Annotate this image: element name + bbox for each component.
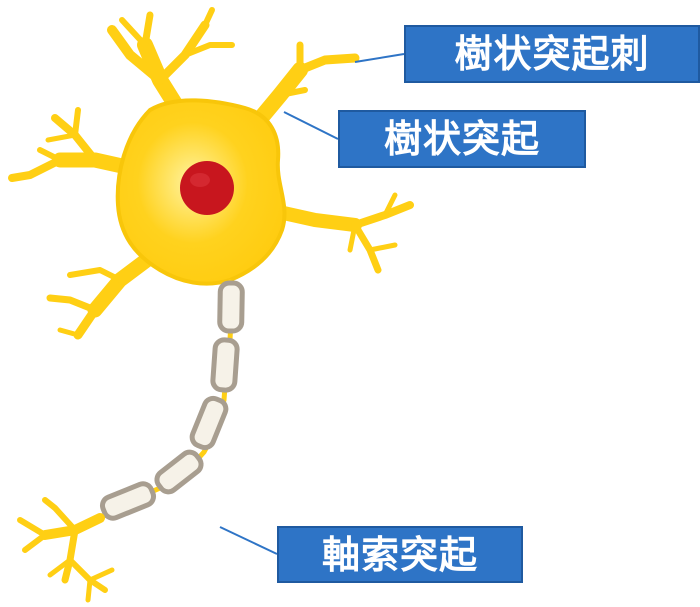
leader-line-dendrite: [284, 112, 338, 139]
nucleus: [180, 161, 234, 215]
myelin-segment: [153, 449, 204, 496]
label-dendrite: 樹状突起: [338, 110, 586, 168]
leader-line-axon: [220, 527, 277, 554]
leader-line-spine: [355, 54, 404, 62]
label-axon: 軸索突起: [277, 526, 523, 583]
axon-terminals: [20, 500, 112, 600]
myelin-sheath: [100, 283, 243, 521]
myelin-segment: [100, 481, 156, 521]
myelin-segment: [189, 396, 228, 451]
myelin-segment: [220, 283, 243, 331]
myelin-segment: [212, 339, 237, 390]
label-dendritic-spine: 樹状突起刺: [404, 25, 700, 83]
